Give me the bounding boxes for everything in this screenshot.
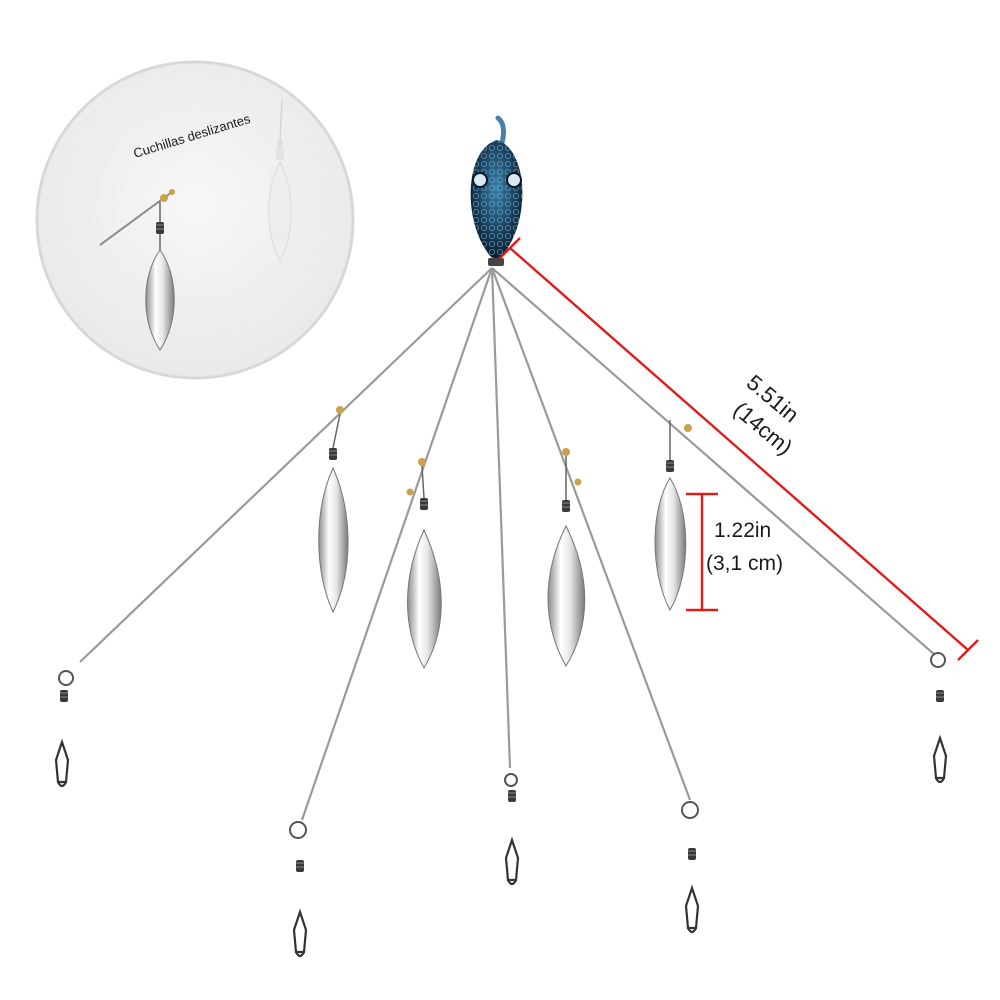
arm-end-2: [289, 821, 308, 958]
blade-ghost-icon: [268, 161, 292, 264]
blade-length-cm: (3,1 cm): [706, 552, 783, 575]
blade-3: [547, 448, 586, 667]
inset-detail: Cuchillas deslizantes: [35, 60, 355, 380]
arm-end-1: [54, 670, 74, 788]
blade-length-in: 1.22in: [714, 519, 771, 542]
lure-head: [470, 115, 523, 266]
eye-icon: [472, 172, 488, 188]
blade-2: [406, 458, 442, 670]
blade-1: [318, 406, 349, 614]
arm-end-4: [681, 801, 700, 934]
blade-4: [654, 420, 692, 612]
bead-icon: [160, 194, 168, 202]
blade-length-measure: [686, 492, 718, 612]
wire-arms: [79, 267, 936, 821]
arm-end-3: [504, 773, 520, 886]
arm-length-measure: [499, 237, 979, 661]
arm-end-5: [930, 652, 948, 784]
blade-icon: [145, 249, 175, 351]
